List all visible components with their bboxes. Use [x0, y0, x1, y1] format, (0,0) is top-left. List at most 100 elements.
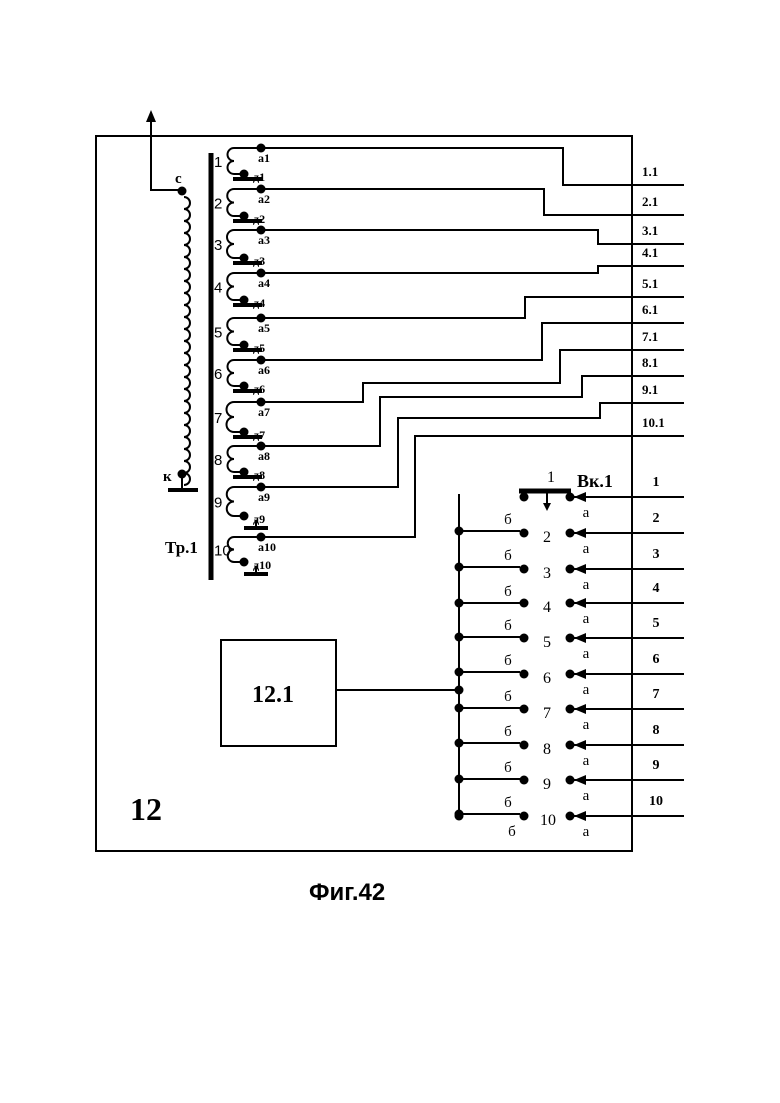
input-arrow-2	[574, 528, 586, 538]
input-label-8: 8	[653, 723, 660, 738]
winding-4-d-label: д4	[253, 296, 265, 310]
input-label-7: 7	[653, 687, 660, 702]
winding-5-d-label: д5	[253, 341, 265, 355]
switch-position-2: 2	[543, 529, 551, 546]
winding-10-a-label: а10	[258, 540, 276, 554]
winding-6-a-label: а6	[258, 363, 270, 377]
output-label-4.1: 4.1	[642, 245, 658, 260]
winding-6-number: 6	[214, 366, 222, 383]
switch-b-contact-4	[520, 599, 529, 608]
winding-2-a-label: а2	[258, 192, 270, 206]
switch-a-label-5: а	[583, 646, 590, 662]
winding-6-output-wire	[261, 323, 630, 360]
switch-position-10: 10	[540, 812, 556, 829]
winding-2-number: 2	[214, 196, 222, 213]
switch-a-label-1: а	[583, 505, 590, 521]
input-arrow-5	[574, 633, 586, 643]
winding-3-output-wire	[261, 230, 630, 244]
switch-position-7: 7	[543, 705, 551, 722]
input-arrow-8	[574, 740, 586, 750]
switch-b-label-7: б	[504, 724, 512, 740]
winding-7-d-label: д7	[253, 428, 265, 442]
output-label-3.1: 3.1	[642, 223, 658, 238]
switch-bus-node-10	[455, 812, 464, 821]
primary-winding-coil	[184, 197, 190, 485]
switch-b-contact-3	[520, 565, 529, 574]
winding-1-number: 1	[214, 154, 222, 171]
input-arrow-7	[574, 704, 586, 714]
output-label-2.1: 2.1	[642, 194, 658, 209]
switch-b-label-4: б	[504, 618, 512, 634]
switch-a-label-6: а	[583, 682, 590, 698]
winding-1-a-label: а1	[258, 151, 270, 165]
figure-caption: Фиг.42	[309, 879, 385, 906]
switch-position-3: 3	[543, 565, 551, 582]
switch-b-contact-10	[520, 812, 529, 821]
winding-9-d-label: д9	[253, 512, 265, 526]
switch-b-contact-5	[520, 634, 529, 643]
input-label-10: 10	[649, 794, 663, 809]
output-label-1.1: 1.1	[642, 164, 658, 179]
switch-b-label-10: б	[508, 824, 516, 840]
winding-10-d-label: д10	[253, 558, 271, 572]
winding-5-a-label: а5	[258, 321, 270, 335]
winding-7-output-wire	[261, 350, 630, 402]
winding-4-a-label: а4	[258, 276, 270, 290]
switch-b-label-1: б	[504, 512, 512, 528]
output-label-6.1: 6.1	[642, 302, 658, 317]
input-arrow-4	[574, 598, 586, 608]
switch-a-label-8: а	[583, 753, 590, 769]
switch-position-5: 5	[543, 634, 551, 651]
switch-b-label-2: б	[504, 548, 512, 564]
input-arrow-6	[574, 669, 586, 679]
input-label-6: 6	[653, 652, 660, 667]
input-arrow-3	[574, 564, 586, 574]
output-label-5.1: 5.1	[642, 276, 658, 291]
switch-a-label-3: а	[583, 577, 590, 593]
winding-2-d-label: д2	[253, 212, 265, 226]
winding-10-d-terminal	[240, 558, 249, 567]
output-label-8.1: 8.1	[642, 355, 658, 370]
winding-2-output-wire	[261, 189, 630, 215]
winding-3-a-label: а3	[258, 233, 270, 247]
switch-position-9: 9	[543, 776, 551, 793]
output-label-7.1: 7.1	[642, 329, 658, 344]
switch-a-label-4: а	[583, 611, 590, 627]
winding-9-d-terminal	[240, 512, 249, 521]
winding-8-number: 8	[214, 452, 222, 469]
switch-b-contact-8	[520, 741, 529, 750]
bus-junction-12-1	[455, 686, 464, 695]
winding-3-number: 3	[214, 237, 222, 254]
switch-a-label-9: а	[583, 788, 590, 804]
transformer-label: Тр.1	[165, 538, 198, 557]
switch-b-contact-7	[520, 705, 529, 714]
switch-a-label-2: а	[583, 541, 590, 557]
primary-start-dot	[178, 187, 187, 196]
winding-4-output-wire	[261, 266, 630, 273]
switch-b-label-6: б	[504, 689, 512, 705]
switch-b-label-9: б	[504, 795, 512, 811]
output-label-9.1: 9.1	[642, 382, 658, 397]
winding-8-a-label: а8	[258, 449, 270, 463]
block-label: 12	[130, 791, 162, 827]
switch-b-contact-1	[520, 493, 529, 502]
input-label-9: 9	[653, 758, 660, 773]
primary-end-label: к	[163, 469, 172, 485]
winding-5-output-wire	[261, 297, 630, 318]
winding-10-number: 10	[214, 543, 231, 560]
switch-position-8: 8	[543, 741, 551, 758]
winding-1-d-label: д1	[253, 170, 265, 184]
switch-b-label-5: б	[504, 653, 512, 669]
winding-7-number: 7	[214, 410, 222, 427]
switch-label: Вк.1	[577, 471, 613, 491]
winding-4-number: 4	[214, 280, 222, 297]
winding-6-d-label: д6	[253, 382, 265, 396]
switch-position-4: 4	[543, 599, 551, 616]
input-arrow-1	[574, 492, 586, 502]
winding-5-number: 5	[214, 325, 222, 342]
switch-b-contact-2	[520, 529, 529, 538]
primary-end-dot	[178, 470, 187, 479]
switch-b-label-8: б	[504, 760, 512, 776]
